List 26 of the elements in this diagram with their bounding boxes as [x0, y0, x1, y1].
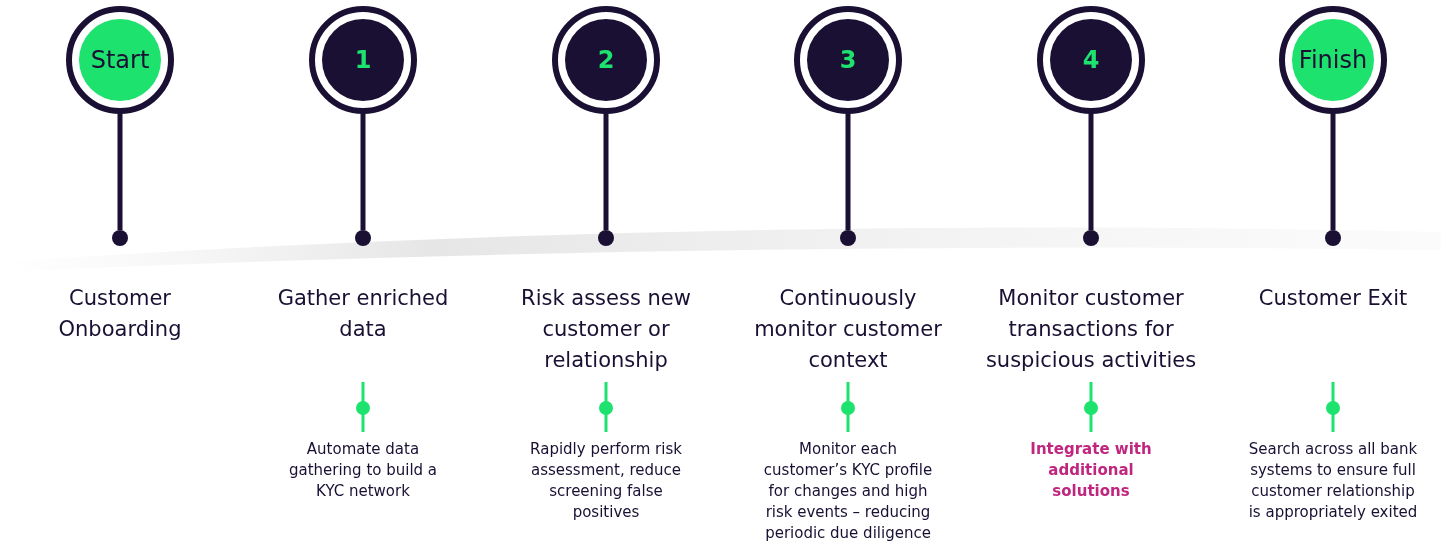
step-heading: Risk assess new customer or relationship [520, 285, 692, 374]
step-description: Integrate with additional solutions [1029, 439, 1153, 502]
milestone-circle: Start [65, 5, 175, 115]
pin-stem [603, 113, 609, 230]
step-circle: 3 [793, 5, 903, 115]
step-description: Search across all bank systems to ensure full customer relationship is appropriately exited [1247, 439, 1419, 523]
pin-stem [1088, 113, 1094, 230]
step-heading: Monitor customer transactions for suspicious activities [984, 285, 1198, 374]
pin-dot [355, 230, 371, 246]
step-description: Monitor each customer’s KYC profile for changes and high risk events – reducing periodic due diligence [762, 439, 934, 544]
step-description: Rapidly perform risk assessment, reduce screening false positives [529, 439, 683, 523]
step-heading: Customer Onboarding [57, 285, 183, 343]
step-heading: Gather enriched data [276, 285, 450, 343]
pin-dot [112, 230, 128, 246]
pin-stem [1330, 113, 1336, 230]
step-heading: Customer Exit [1258, 285, 1408, 312]
pin-stem [845, 113, 851, 230]
pin-stem [360, 113, 366, 230]
step-description: Automate data gathering to build a KYC network [287, 439, 439, 502]
step-circle: 1 [308, 5, 418, 115]
step-circle: 2 [551, 5, 661, 115]
pin-stem [117, 113, 123, 230]
step-circle: 4 [1036, 5, 1146, 115]
pin-dot [598, 230, 614, 246]
milestone-circle: Finish [1278, 5, 1388, 115]
step-heading: Continuously monitor customer context [753, 285, 943, 374]
